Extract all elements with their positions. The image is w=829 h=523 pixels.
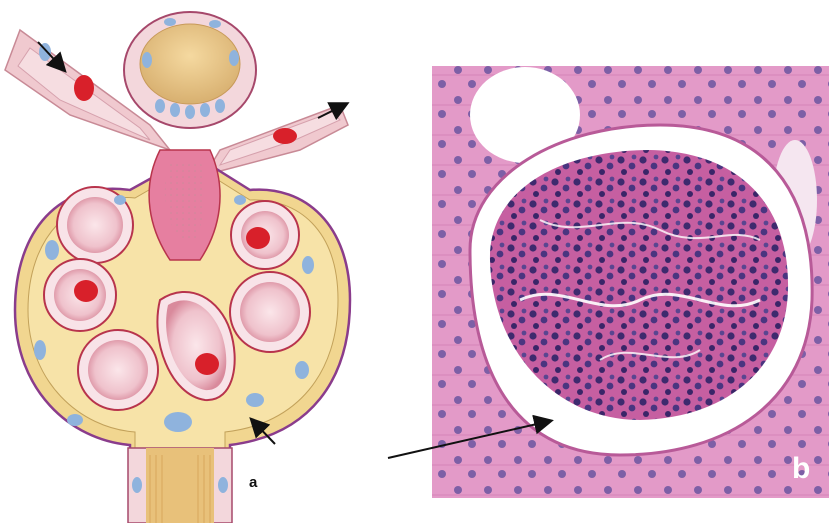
panel-a-label: a <box>249 474 257 491</box>
panel-b-label: b <box>792 452 810 486</box>
